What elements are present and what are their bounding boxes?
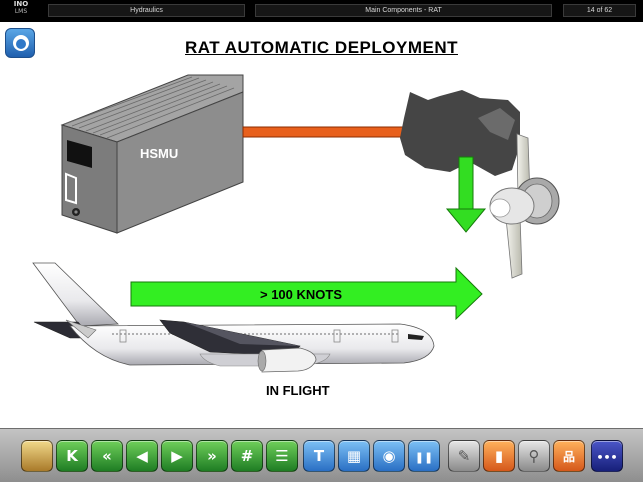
paperclip-icon: ✎ (457, 447, 471, 465)
main-menu-button[interactable] (5, 28, 35, 58)
play-left-icon: ◀ (136, 447, 148, 465)
topic-title: Main Components - RAT (255, 4, 552, 17)
goto-page-button[interactable]: # (231, 440, 263, 472)
page-counter: 14 of 62 (563, 4, 636, 17)
compass-icon: ◉ (382, 447, 396, 465)
play-right-icon: ▶ (171, 447, 183, 465)
note-button[interactable]: ✎ (448, 440, 480, 472)
video-button[interactable]: ▦ (338, 440, 370, 472)
rewind-button[interactable]: « (91, 440, 123, 472)
menu-globe-icon-center (16, 39, 26, 49)
navigation-button[interactable]: ◉ (373, 440, 405, 472)
film-icon: ▦ (346, 447, 362, 465)
pause-button[interactable]: ❚❚ (408, 440, 440, 472)
magnifier-icon: ⚲ (528, 447, 540, 465)
skip-first-icon: K (66, 447, 78, 465)
logo-top-text: INO (13, 0, 29, 8)
contents-button[interactable]: ☰ (266, 440, 298, 472)
navigation-toolbar: K « ◀ ▶ » # ☰ T ▦ ◉ ❚❚ ✎ ▮ ⚲ 品 ••• (0, 428, 643, 482)
list-icon: ☰ (275, 447, 289, 465)
more-dots-icon: ••• (596, 451, 618, 464)
book-button[interactable]: ▮ (483, 440, 515, 472)
header-bar: INO LMS Hydraulics Main Components - RAT… (0, 0, 643, 22)
app-logo: INO LMS (4, 1, 38, 21)
hsmu-unit (60, 74, 244, 234)
double-chevron-left-icon: « (102, 447, 112, 465)
first-page-button[interactable]: K (56, 440, 88, 472)
text-t-icon: T (313, 447, 325, 465)
speed-arrow-green (130, 266, 483, 321)
hsmu-label: HSMU (140, 146, 179, 161)
search-button[interactable]: ⚲ (518, 440, 550, 472)
speed-label: > 100 KNOTS (260, 287, 343, 302)
org-chart-icon: 品 (562, 450, 575, 464)
hash-icon: # (240, 447, 254, 465)
slide-title: RAT AUTOMATIC DEPLOYMENT (185, 38, 458, 57)
next-button[interactable]: ▶ (161, 440, 193, 472)
fast-forward-button[interactable]: » (196, 440, 228, 472)
pause-icon: ❚❚ (414, 451, 434, 464)
more-button[interactable]: ••• (591, 440, 623, 472)
book-icon: ▮ (494, 447, 504, 465)
home-button[interactable] (21, 440, 53, 472)
rat-deployment-illustration (32, 74, 560, 373)
aircraft-a330 (32, 262, 435, 373)
flight-label: IN FLIGHT (266, 383, 330, 398)
rat-bay-section (400, 90, 520, 176)
text-button[interactable]: T (303, 440, 335, 472)
deploy-arrow-green (445, 156, 487, 233)
double-chevron-right-icon: » (207, 447, 217, 465)
diagram-button[interactable]: 品 (553, 440, 585, 472)
logo-bottom-text: LMS (14, 8, 28, 15)
section-title: Hydraulics (48, 4, 245, 17)
previous-button[interactable]: ◀ (126, 440, 158, 472)
rat-turbine (489, 133, 560, 279)
